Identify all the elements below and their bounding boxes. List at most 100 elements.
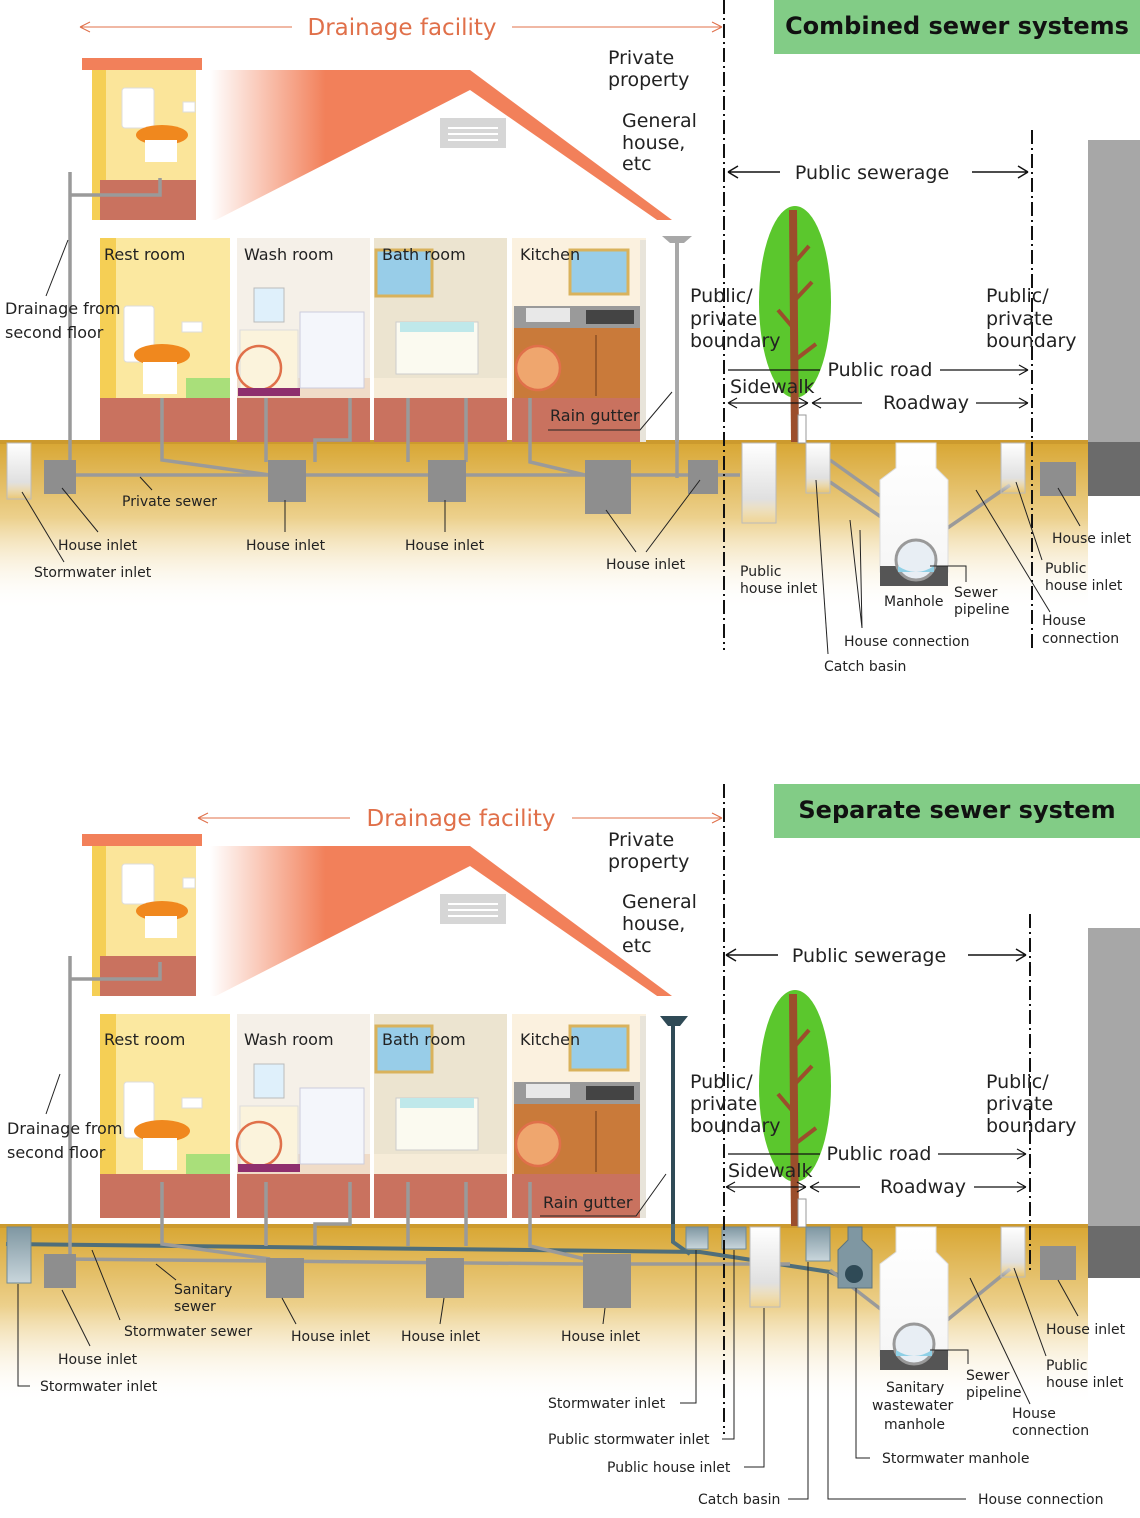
banner-combined — [774, 0, 1140, 54]
svg-text:house inlet: house inlet — [740, 581, 818, 597]
drainage-facility-label-bottom: Drainage facility — [366, 806, 555, 832]
rain-gutter-label-top: Rain gutter — [550, 406, 640, 425]
svg-text:house inlet: house inlet — [1046, 1375, 1124, 1391]
drainage-second-floor-label-top: Drainage from — [5, 299, 120, 318]
room-label-kitchen: Kitchen — [520, 245, 580, 264]
svg-text:boundary: boundary — [986, 1115, 1077, 1137]
svg-text:manhole: manhole — [884, 1417, 945, 1433]
sanitary-sewer-label: Sanitary — [174, 1282, 232, 1298]
house-connection-label-bottom-right: House — [1012, 1406, 1056, 1422]
public-house-inlet-label-top-left: Public — [740, 564, 781, 580]
sanitary-manhole-label: Sanitary — [886, 1380, 944, 1396]
tree-top — [759, 206, 831, 442]
svg-text:pipeline: pipeline — [954, 602, 1010, 618]
boundary-left-label-bottom: Public/ — [690, 1071, 753, 1093]
road-wall-top — [1088, 140, 1140, 442]
svg-text:property: property — [608, 69, 689, 91]
general-house-label-top: General — [622, 110, 697, 132]
svg-text:private: private — [986, 308, 1053, 330]
public-road-label-top: Public road — [828, 359, 933, 381]
boundary-right-label-bottom: Public/ — [986, 1071, 1049, 1093]
svg-text:house,: house, — [622, 913, 685, 935]
svg-text:etc: etc — [622, 935, 652, 957]
stormwater-inlet-label-bottom-right: Stormwater inlet — [548, 1396, 666, 1412]
boundary-right-label-top: Public/ — [986, 285, 1049, 307]
roadway-label-bottom: Roadway — [880, 1176, 966, 1198]
drainage-facility-label-top: Drainage facility — [307, 15, 496, 41]
stormwater-inlet-label-bottom-left: Stormwater inlet — [40, 1379, 158, 1395]
sidewalk-label-top: Sidewalk — [730, 376, 815, 398]
house-inlet-label-top-5: House inlet — [1052, 531, 1132, 547]
svg-text:etc: etc — [622, 153, 652, 175]
stormwater-inlet-label-top: Stormwater inlet — [34, 565, 152, 581]
svg-text:private: private — [986, 1093, 1053, 1115]
svg-text:sewer: sewer — [174, 1299, 216, 1315]
public-road-label-bottom: Public road — [827, 1143, 932, 1165]
sewer-pipeline-label-bottom: Sewer — [966, 1368, 1010, 1384]
room-label-bath-bottom: Bath room — [382, 1030, 466, 1049]
house-bottom — [80, 832, 674, 1220]
manhole-label-top: Manhole — [884, 594, 943, 610]
svg-text:private: private — [690, 308, 757, 330]
boundary-left-label-top: Public/ — [690, 285, 753, 307]
rain-gutter-label-bottom: Rain gutter — [543, 1193, 633, 1212]
svg-text:connection: connection — [1012, 1423, 1089, 1439]
banner-separate-text: Separate sewer system — [798, 796, 1115, 824]
house-inlet-label-bottom-1: House inlet — [58, 1352, 138, 1368]
house-inlet-label-top-4: House inlet — [606, 557, 686, 573]
sewer-pipeline-label-top: Sewer — [954, 585, 998, 601]
inlets-top — [6, 442, 1076, 586]
house-inlet-label-top-2: House inlet — [246, 538, 326, 554]
room-label-bath: Bath room — [382, 245, 466, 264]
house-inlet-label-top-1: House inlet — [58, 538, 138, 554]
public-sewerage-label-bottom: Public sewerage — [792, 945, 946, 967]
room-label-rest: Rest room — [104, 245, 185, 264]
public-stormwater-inlet-label: Public stormwater inlet — [548, 1432, 710, 1448]
public-house-inlet-label-bottom-right: Public — [1046, 1358, 1087, 1374]
svg-text:connection: connection — [1042, 631, 1119, 647]
svg-text:boundary: boundary — [986, 330, 1077, 352]
room-label-wash-bottom: Wash room — [244, 1030, 334, 1049]
stormwater-manhole-label: Stormwater manhole — [882, 1451, 1029, 1467]
pipes-top — [60, 172, 1011, 542]
banner-separate — [774, 784, 1140, 838]
house-inlet-label-bottom-4: House inlet — [561, 1329, 641, 1345]
private-property-label-top: Private — [608, 47, 674, 69]
svg-text:private: private — [690, 1093, 757, 1115]
svg-text:property: property — [608, 851, 689, 873]
public-house-inlet-label-bottom-left: Public house inlet — [607, 1460, 731, 1476]
sidewalk-label-bottom: Sidewalk — [728, 1160, 813, 1182]
private-sewer-label: Private sewer — [122, 494, 217, 510]
room-label-rest-bottom: Rest room — [104, 1030, 185, 1049]
room-label-kitchen-bottom: Kitchen — [520, 1030, 580, 1049]
public-sewerage-label-top: Public sewerage — [795, 162, 949, 184]
public-house-inlet-label-top-right: Public — [1045, 561, 1086, 577]
house-connection-label-bottom: House connection — [978, 1492, 1103, 1508]
house-connection-label-top-right: House — [1042, 613, 1086, 629]
svg-text:boundary: boundary — [690, 1115, 781, 1137]
house-inlet-label-bottom-2: House inlet — [291, 1329, 371, 1345]
house-connection-label-top: House connection — [844, 634, 969, 650]
svg-text:second floor: second floor — [5, 323, 104, 342]
svg-text:wastewater: wastewater — [872, 1398, 954, 1414]
roadway-label-top: Roadway — [883, 392, 969, 414]
room-label-wash: Wash room — [244, 245, 334, 264]
tree-bottom — [759, 990, 831, 1226]
svg-text:pipeline: pipeline — [966, 1385, 1022, 1401]
stormwater-sewer-label: Stormwater sewer — [124, 1324, 252, 1340]
catch-basin-label-bottom: Catch basin — [698, 1492, 780, 1508]
svg-text:second floor: second floor — [7, 1143, 106, 1162]
svg-text:boundary: boundary — [690, 330, 781, 352]
house-inlet-label-top-3: House inlet — [405, 538, 485, 554]
svg-text:house,: house, — [622, 132, 685, 154]
house-inlet-label-bottom-3: House inlet — [401, 1329, 481, 1345]
general-house-label-bottom: General — [622, 891, 697, 913]
private-property-label-bottom: Private — [608, 829, 674, 851]
drainage-second-floor-label-bottom: Drainage from — [7, 1119, 122, 1138]
separate-system-panel: Separate sewer system — [0, 784, 1140, 1508]
house-inlet-label-bottom-5: House inlet — [1046, 1322, 1126, 1338]
banner-combined-text: Combined sewer systems — [785, 12, 1129, 40]
svg-text:house inlet: house inlet — [1045, 578, 1123, 594]
